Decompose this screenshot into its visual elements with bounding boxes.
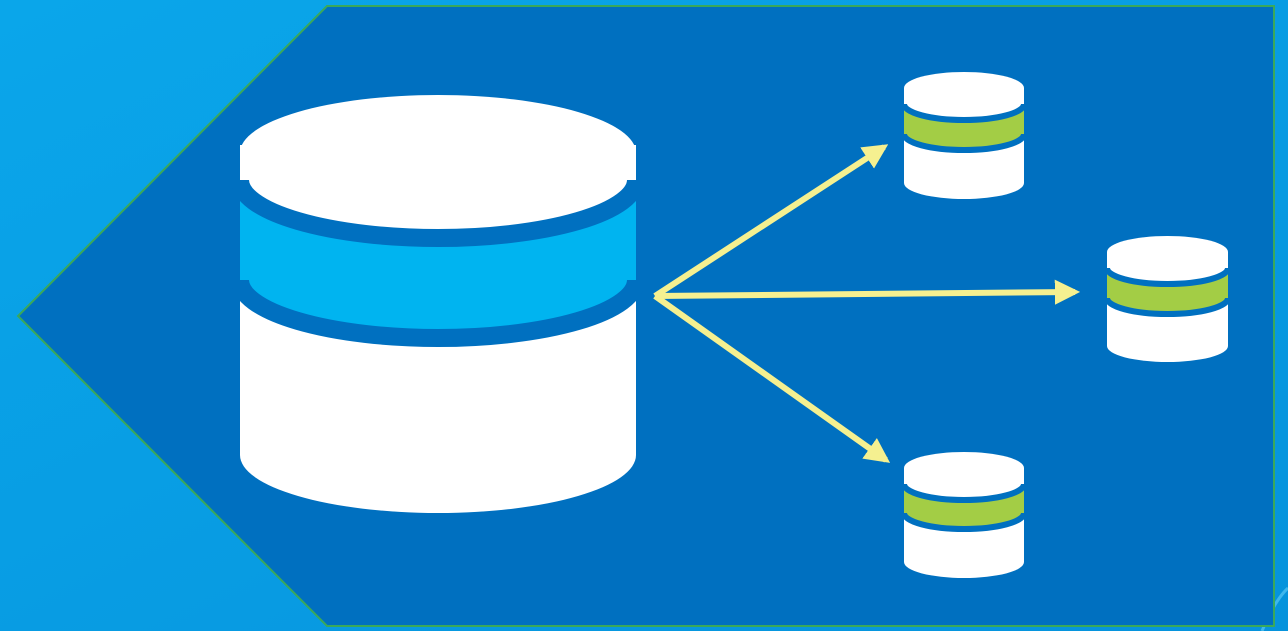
replica-database-bottom-icon bbox=[901, 452, 1027, 578]
replica-database-top-icon bbox=[901, 72, 1027, 199]
replica-database-middle-icon bbox=[1104, 236, 1231, 362]
replication-arrows bbox=[653, 144, 1081, 463]
arrow-to-bottom-replica bbox=[653, 293, 891, 463]
primary-database-icon bbox=[231, 95, 645, 513]
arrow-to-top-replica bbox=[653, 144, 889, 299]
arrow-to-middle-replica bbox=[654, 279, 1081, 305]
